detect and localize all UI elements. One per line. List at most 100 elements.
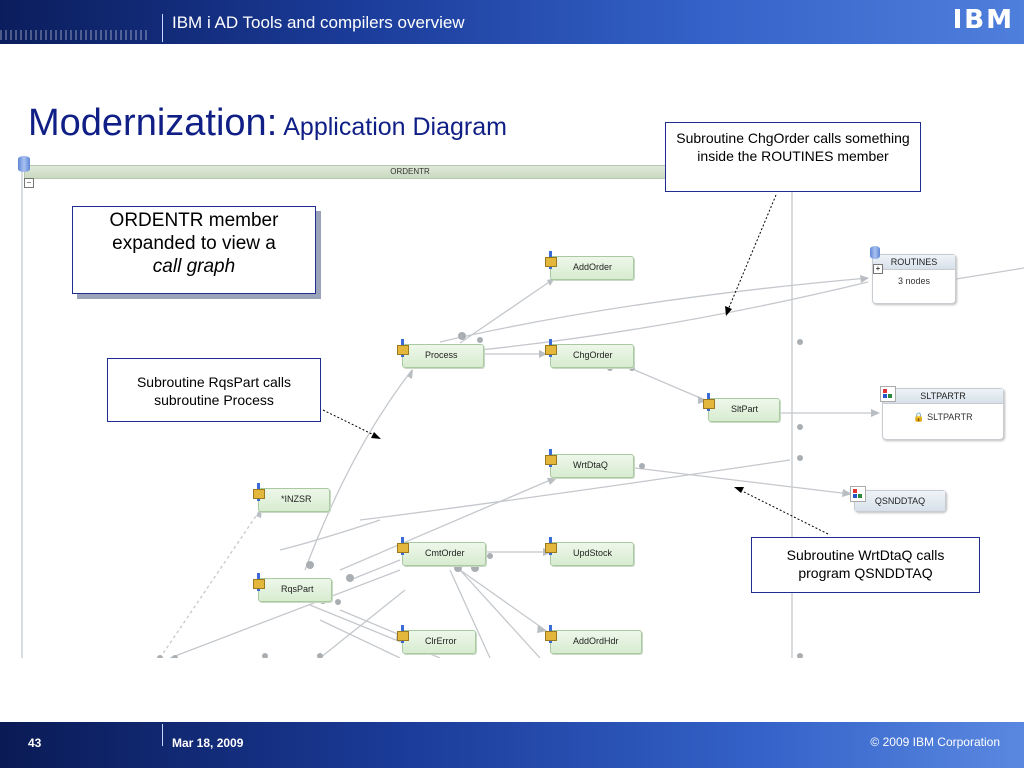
connector-dot: [317, 653, 323, 658]
subroutine-icon: [545, 537, 559, 555]
node-process[interactable]: Process: [397, 339, 484, 368]
edge-routines-out: [949, 267, 1024, 281]
header-decoration: [0, 30, 150, 40]
edge-cmtorder-down: [459, 569, 541, 658]
header-divider: [162, 14, 163, 42]
collapse-ordentr-toggle[interactable]: −: [24, 178, 34, 188]
slide-footer: 43 Mar 18, 2009 © 2009 IBM Corporation: [0, 722, 1024, 768]
edge-wrtdtaq-qsnddtaq: [634, 467, 851, 495]
sltpartr-header: SLTPARTR: [883, 389, 1003, 404]
subroutine-icon: [253, 483, 267, 501]
subroutine-icon: [253, 573, 267, 591]
connector-dot: [157, 655, 163, 658]
edge-chgorder-routines: [479, 281, 869, 351]
connector-dot: [797, 339, 803, 345]
arrowhead-addorder: [547, 278, 555, 286]
arrowhead-chgorder: [539, 350, 547, 358]
node-rqspart[interactable]: RqsPart: [253, 573, 332, 602]
connector-dot: [262, 653, 268, 658]
edge-rqspart-clrerror: [339, 609, 406, 638]
qsnddtaq-program-node[interactable]: QSNDDTAQ: [854, 490, 946, 512]
node-sltpart[interactable]: SltPart: [703, 393, 780, 422]
arrowhead-wrtdtaq: [547, 478, 557, 485]
callout-text: ORDENTR member: [109, 210, 279, 231]
program-icon: [850, 486, 866, 502]
callout-wrtdtaq: Subroutine WrtDtaQ calls program QSNDDTA…: [751, 537, 980, 593]
edge-rqspart-down2: [319, 619, 401, 658]
node-chgorder[interactable]: ChgOrder: [545, 339, 634, 368]
routines-count: 3 nodes: [897, 276, 931, 286]
slide-title: Modernization:Application Diagram: [28, 102, 507, 145]
subroutine-icon: [397, 625, 411, 643]
footer-date: Mar 18, 2009: [172, 736, 244, 750]
edge-bottom-2: [319, 589, 406, 658]
node-clrerror[interactable]: ClrError: [397, 625, 476, 654]
footer-divider: [162, 724, 163, 746]
edge-process-routines: [439, 277, 869, 343]
routines-header: ROUTINES: [873, 255, 955, 270]
database-icon: [18, 156, 30, 172]
program-icon: [880, 386, 896, 402]
edge-process-addorder: [459, 277, 556, 344]
connector-dot: [639, 463, 645, 469]
edge-cmtorder-addordhdr: [459, 569, 546, 631]
arrowhead-qsnddtaq: [842, 489, 852, 497]
arrowhead-process: [407, 369, 413, 379]
connector-dot: [471, 564, 479, 572]
connector-dot: [335, 599, 341, 605]
sltpartr-program-node[interactable]: SLTPARTR 🔒 SLTPARTR: [882, 388, 1004, 440]
node-wrtdtaq[interactable]: WrtDtaQ: [545, 449, 634, 478]
callout-text: expanded to view a: [112, 233, 276, 254]
connector-dot: [458, 332, 466, 340]
connector-dot: [306, 561, 314, 569]
subroutine-icon: [703, 393, 717, 411]
subroutine-icon: [397, 339, 411, 357]
callout-rqspart: Subroutine RqsPart calls subroutine Proc…: [107, 358, 321, 422]
edge-long-1: [359, 459, 791, 521]
edge-cmtorder-down2: [449, 569, 491, 658]
database-icon: [870, 246, 880, 259]
connector-dot: [346, 574, 354, 582]
node-inzsr[interactable]: *INZSR: [253, 483, 330, 512]
edge-rqspart-wrtdtaq: [339, 477, 556, 571]
callout-chgorder: Subroutine ChgOrder calls something insi…: [665, 122, 921, 192]
connector-dot: [797, 455, 803, 461]
ordentr-container-bar[interactable]: ORDENTR: [24, 165, 796, 179]
callout-ordentr: ORDENTR member expanded to view a call g…: [72, 206, 316, 294]
connector-dot: [172, 655, 178, 658]
arrowhead-sltpart: [698, 396, 707, 404]
qsnddtaq-header: QSNDDTAQ: [855, 491, 945, 511]
header-title: IBM i AD Tools and compilers overview: [172, 13, 465, 32]
edge-rqspart-cmtorder: [349, 559, 401, 581]
edge-rqspart-process: [304, 369, 413, 571]
connector-dot: [797, 653, 803, 658]
arrowhead-routines: [860, 275, 869, 283]
edge-inzsr-dashed: [159, 509, 261, 658]
routines-member-node[interactable]: ROUTINES 3 nodes: [872, 254, 956, 304]
callout-text: call graph: [152, 256, 236, 277]
expand-routines-toggle[interactable]: +: [873, 264, 883, 274]
connector-dot: [797, 424, 803, 430]
arrowhead-addordhdr: [537, 625, 547, 633]
node-addordhdr[interactable]: AddOrdHdr: [545, 625, 642, 654]
lock-icon: 🔒: [913, 412, 925, 422]
edge-long-2: [279, 519, 381, 551]
slide-title-main: Modernization:: [28, 102, 278, 144]
slide-header: IBM i AD Tools and compilers overview IB…: [0, 0, 1024, 44]
slide-title-sub: Application Diagram: [283, 113, 507, 141]
subroutine-icon: [545, 339, 559, 357]
node-cmtorder[interactable]: CmtOrder: [397, 537, 486, 566]
edge-bottom-1: [169, 569, 401, 658]
subroutine-icon: [545, 251, 559, 269]
subroutine-icon: [545, 625, 559, 643]
subroutine-icon: [397, 537, 411, 555]
connector-dot: [487, 553, 493, 559]
node-updstock[interactable]: UpdStock: [545, 537, 634, 566]
subroutine-icon: [545, 449, 559, 467]
footer-copyright: © 2009 IBM Corporation: [870, 735, 1000, 749]
ibm-logo: IBM: [952, 5, 1014, 35]
connector-dot: [477, 337, 483, 343]
arrowhead-sltpartr: [871, 409, 880, 417]
node-addorder[interactable]: AddOrder: [545, 251, 634, 280]
connector-dot: [454, 564, 462, 572]
